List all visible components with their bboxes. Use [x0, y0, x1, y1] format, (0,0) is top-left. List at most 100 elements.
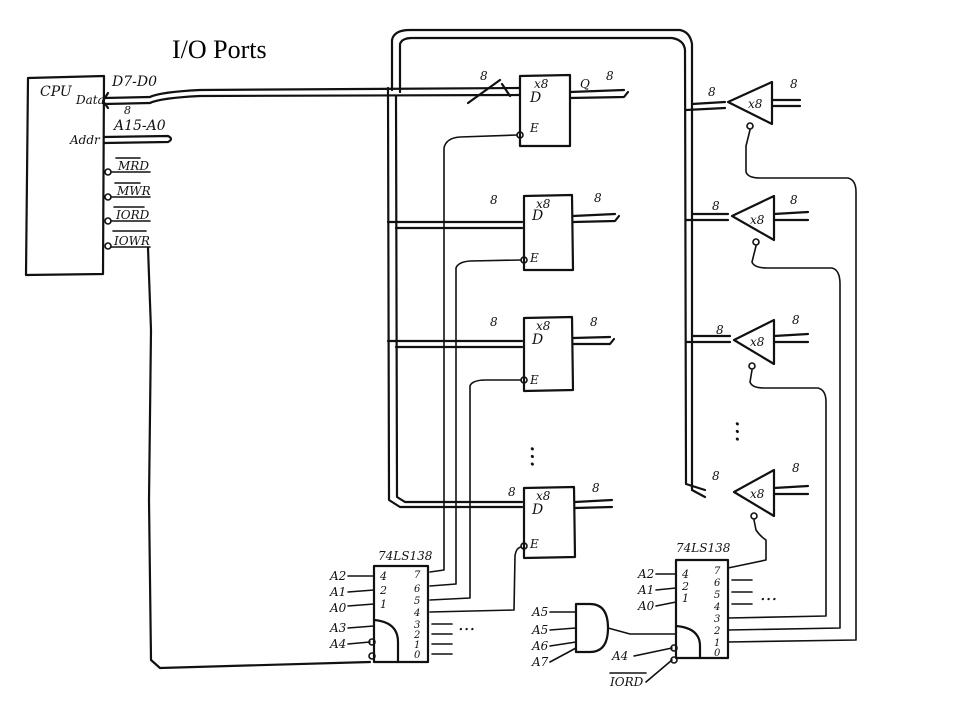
diagram-title: I/O Ports: [172, 35, 267, 64]
and-in-3: A6: [531, 639, 549, 653]
decoder-left-sel-2: 2: [379, 584, 387, 597]
latch-enable-wires: [429, 134, 522, 613]
decoder-right-out-7: 7: [714, 566, 721, 577]
latch-2-d: D: [531, 208, 543, 224]
latch-2-width: 8: [594, 191, 602, 205]
decoder-left-out-0: 0: [414, 650, 421, 661]
decoder-right-out-4: 4: [713, 602, 720, 613]
cpu-data-bus-arrow: [101, 91, 152, 110]
latch-n: x8 D E 8 8: [508, 481, 614, 560]
decoder-right-sel-2: 2: [681, 580, 689, 593]
latch-1-in-width: 8: [480, 69, 488, 83]
buffer-n-label: x8: [750, 487, 765, 501]
buffer-n-width: 8: [792, 461, 800, 475]
cpu-data-width: 8: [124, 104, 131, 117]
latch-3-label: x8: [536, 319, 551, 333]
latch-2-label: x8: [536, 197, 551, 211]
decoder-left-out-4: 4: [413, 608, 420, 619]
latch-1: x8 D E Q 8 8: [466, 69, 630, 148]
buffer-2-label: x8: [750, 213, 765, 227]
latch-1-width: 8: [606, 69, 614, 83]
decoder-left: 74LS138 4 2 1 A2 A1 A0 A3 A4 7 6 5 4 3 2…: [329, 549, 475, 664]
latch-ellipsis: ...: [525, 445, 553, 468]
and-in-4: A7: [531, 655, 549, 669]
buffer-3-label: x8: [750, 335, 765, 349]
buffer-3-width: 8: [792, 313, 800, 327]
decoder-left-out-3: 3: [414, 620, 420, 631]
latch-3-in-width: 8: [490, 315, 498, 329]
cpu-addr-label: Addr: [69, 133, 101, 147]
iowr-wire: [146, 246, 372, 670]
latch-3: x8 D E 8 8: [490, 315, 616, 393]
buffer-n: x8 8 8: [712, 461, 810, 569]
decoder-right-part: 74LS138: [676, 541, 731, 555]
decoder-right-out-1: 1: [714, 638, 720, 649]
buffer-n-out-width: 8: [712, 469, 720, 483]
decoder-right-sel-1: 1: [682, 592, 689, 605]
decoder-left-sel-4: 4: [379, 570, 387, 583]
latch-n-e: E: [529, 537, 539, 551]
cpu-data-range: D7-D0: [111, 74, 157, 90]
and-in-1: A5: [531, 605, 548, 619]
decoder-right-out-5: 5: [714, 590, 720, 601]
decoder-left-out-2: 2: [413, 630, 420, 641]
iord-bubble: [104, 217, 112, 225]
buffer-1-out-width: 8: [708, 85, 716, 99]
cpu-box: [24, 74, 106, 277]
buffer-3: x8 8 8: [716, 313, 827, 619]
latch-2-in-width: 8: [490, 193, 498, 207]
decoder-left-in-a2: A2: [329, 569, 346, 583]
latch-1-d: D: [529, 90, 541, 106]
buffer-3-out-width: 8: [716, 323, 724, 337]
latch-1-q: Q: [580, 77, 590, 91]
mwr-bubble: [104, 193, 112, 201]
data-bus: [148, 28, 732, 509]
latch-n-d: D: [531, 502, 543, 518]
cpu-addr-range: A15-A0: [112, 118, 166, 134]
decoder-right-in-iord: IORD: [609, 675, 644, 689]
decoder-left-in-a0: A0: [329, 601, 347, 615]
decoder-right-more: ...: [760, 584, 777, 605]
latch-n-in-width: 8: [508, 485, 516, 499]
latch-n-label: x8: [536, 489, 551, 503]
decoder-right-in-a1: A1: [637, 583, 654, 597]
decoder-left-in-a3: A3: [329, 621, 347, 635]
buffer-1-label: x8: [748, 97, 763, 111]
iowr-label: IOWR: [113, 234, 150, 248]
decoder-left-more: ...: [458, 614, 475, 635]
decoder-left-sel-1: 1: [380, 598, 387, 611]
and-in-2: A5: [531, 623, 548, 637]
and-gate: A5 A5 A6 A7: [531, 602, 677, 669]
latch-1-e: E: [529, 121, 539, 135]
decoder-right-out-0: 0: [714, 648, 721, 659]
latch-1-label: x8: [534, 77, 549, 91]
cpu-label: CPU: [40, 84, 73, 100]
decoder-left-in-a1: A1: [329, 585, 346, 599]
buffer-1-width: 8: [790, 77, 798, 91]
decoder-right-out-2: 2: [713, 626, 720, 637]
mrd-bubble: [104, 168, 112, 176]
mrd-label: MRD: [117, 159, 149, 173]
iowr-bubble: [104, 242, 112, 250]
latch-3-d: D: [531, 332, 543, 348]
latch-n-width: 8: [592, 481, 600, 495]
decoder-right: 74LS138 4 2 1 A2 A1 A0 A4 IORD 7 6 5 4 3…: [609, 541, 777, 689]
decoder-right-in-a4: A4: [611, 649, 628, 663]
buffer-2-out-width: 8: [712, 199, 720, 213]
latch-3-width: 8: [590, 315, 598, 329]
latch-3-e: E: [529, 373, 539, 387]
decoder-left-out-1: 1: [414, 640, 420, 651]
decoder-right-in-a2: A2: [637, 567, 654, 581]
latch-2-e: E: [529, 251, 539, 265]
decoder-right-out-6: 6: [714, 578, 721, 589]
latch-2: x8 D E 8 8: [490, 191, 621, 272]
buffer-2-width: 8: [790, 193, 798, 207]
iord-label: IORD: [115, 208, 150, 222]
cpu-data-label: Data: [75, 93, 105, 107]
cpu-block: CPU Data D7-D0 8 Addr A15-A0 MRD MWR IOR…: [24, 74, 173, 277]
decoder-right-out-3: 3: [714, 614, 720, 625]
mwr-label: MWR: [116, 184, 151, 198]
decoder-right-sel-4: 4: [681, 568, 689, 581]
